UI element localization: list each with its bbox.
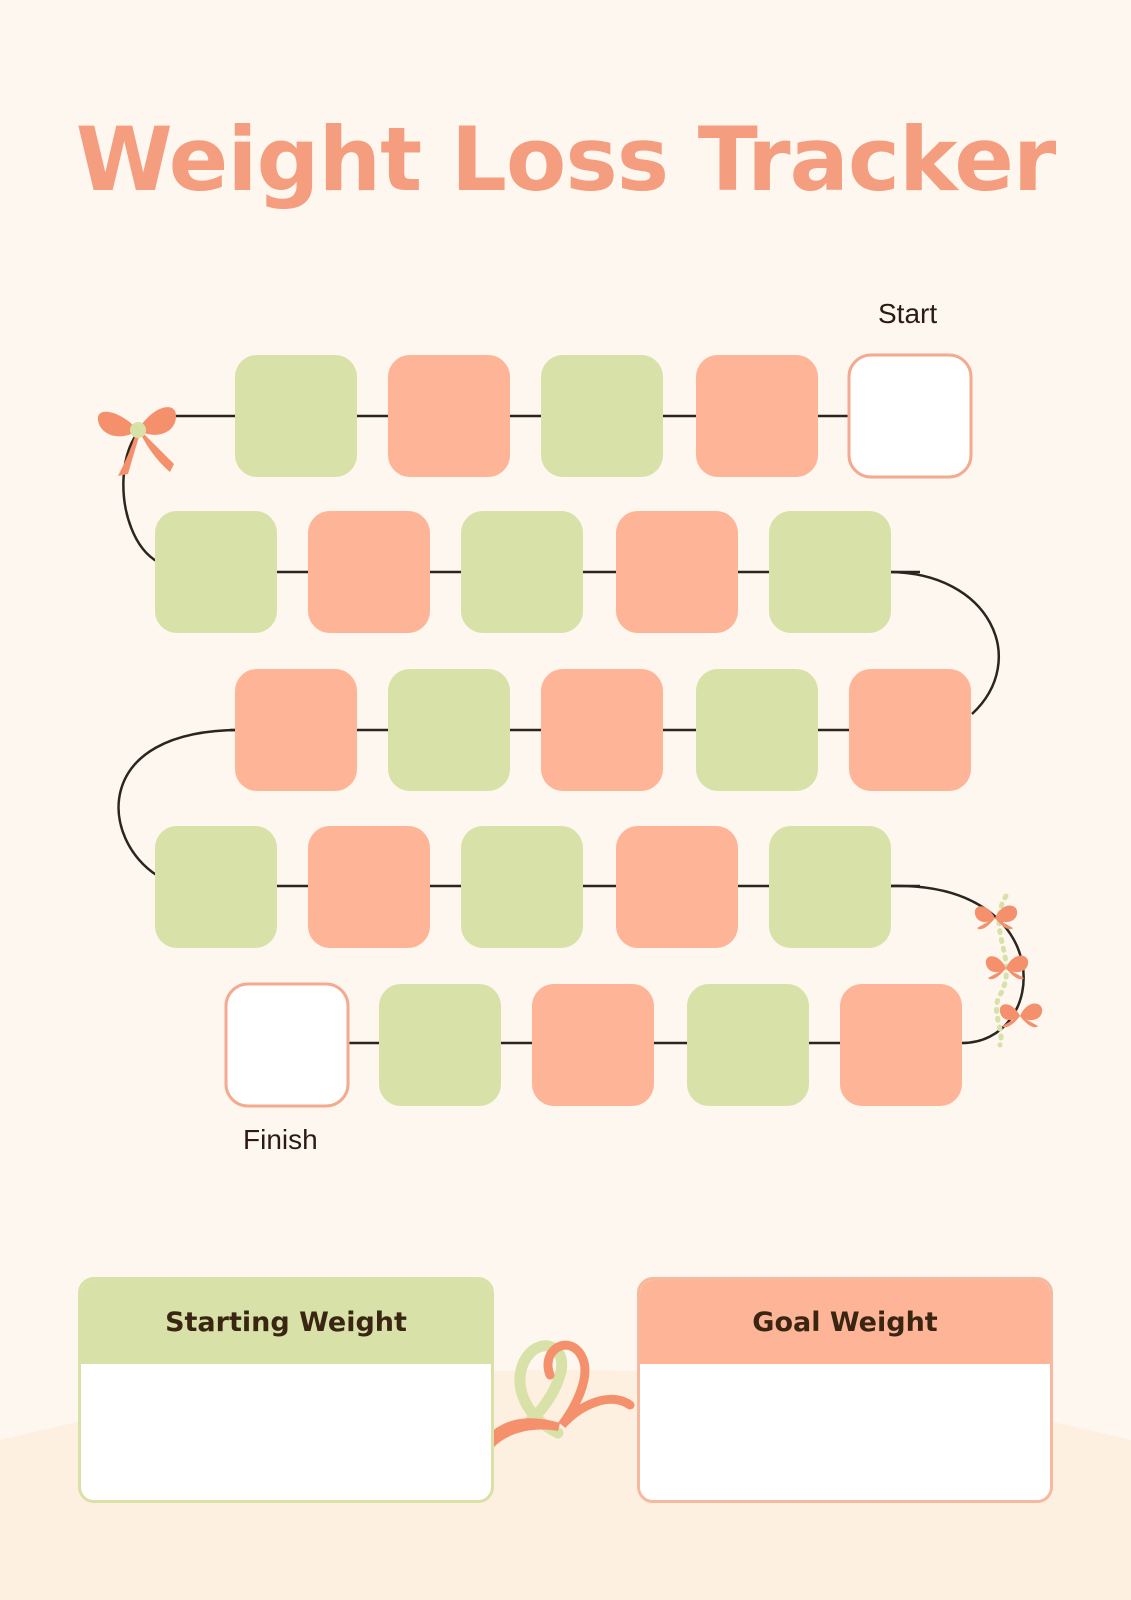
- track-square[interactable]: [532, 984, 654, 1106]
- track-square[interactable]: [696, 669, 818, 791]
- track-square[interactable]: [849, 669, 971, 791]
- page-title: Weight Loss Tracker: [75, 108, 1057, 211]
- track-square[interactable]: [235, 355, 357, 477]
- track-square[interactable]: [388, 355, 510, 477]
- start-label: Start: [878, 298, 938, 329]
- track-squares: [155, 353, 973, 1108]
- track-square[interactable]: [235, 669, 357, 791]
- starting-weight-card: Starting Weight: [78, 1277, 494, 1503]
- bow-icon: [97, 407, 176, 476]
- track-square[interactable]: [840, 984, 962, 1106]
- track-square[interactable]: [308, 826, 430, 948]
- goal-weight-input-area[interactable]: [640, 1364, 1050, 1500]
- starting-weight-input-area[interactable]: [81, 1364, 491, 1500]
- start-square[interactable]: [847, 353, 973, 479]
- track-square[interactable]: [541, 669, 663, 791]
- track-square[interactable]: [461, 826, 583, 948]
- track-square[interactable]: [155, 826, 277, 948]
- track-square[interactable]: [541, 355, 663, 477]
- goal-weight-card: Goal Weight: [637, 1277, 1053, 1503]
- track-square[interactable]: [379, 984, 501, 1106]
- goal-weight-label: Goal Weight: [640, 1280, 1050, 1364]
- track-square[interactable]: [687, 984, 809, 1106]
- finish-label: Finish: [243, 1124, 318, 1155]
- track-square[interactable]: [308, 511, 430, 633]
- track-square[interactable]: [616, 511, 738, 633]
- track-square[interactable]: [696, 355, 818, 477]
- track-square[interactable]: [155, 511, 277, 633]
- track-square[interactable]: [769, 826, 891, 948]
- butterfly-vine-icon: [974, 893, 1043, 1048]
- track-square[interactable]: [769, 511, 891, 633]
- track-square[interactable]: [388, 669, 510, 791]
- finish-square[interactable]: [224, 982, 350, 1108]
- track-square[interactable]: [616, 826, 738, 948]
- track-square[interactable]: [461, 511, 583, 633]
- starting-weight-label: Starting Weight: [81, 1280, 491, 1364]
- ribbon-icon: [488, 1340, 635, 1447]
